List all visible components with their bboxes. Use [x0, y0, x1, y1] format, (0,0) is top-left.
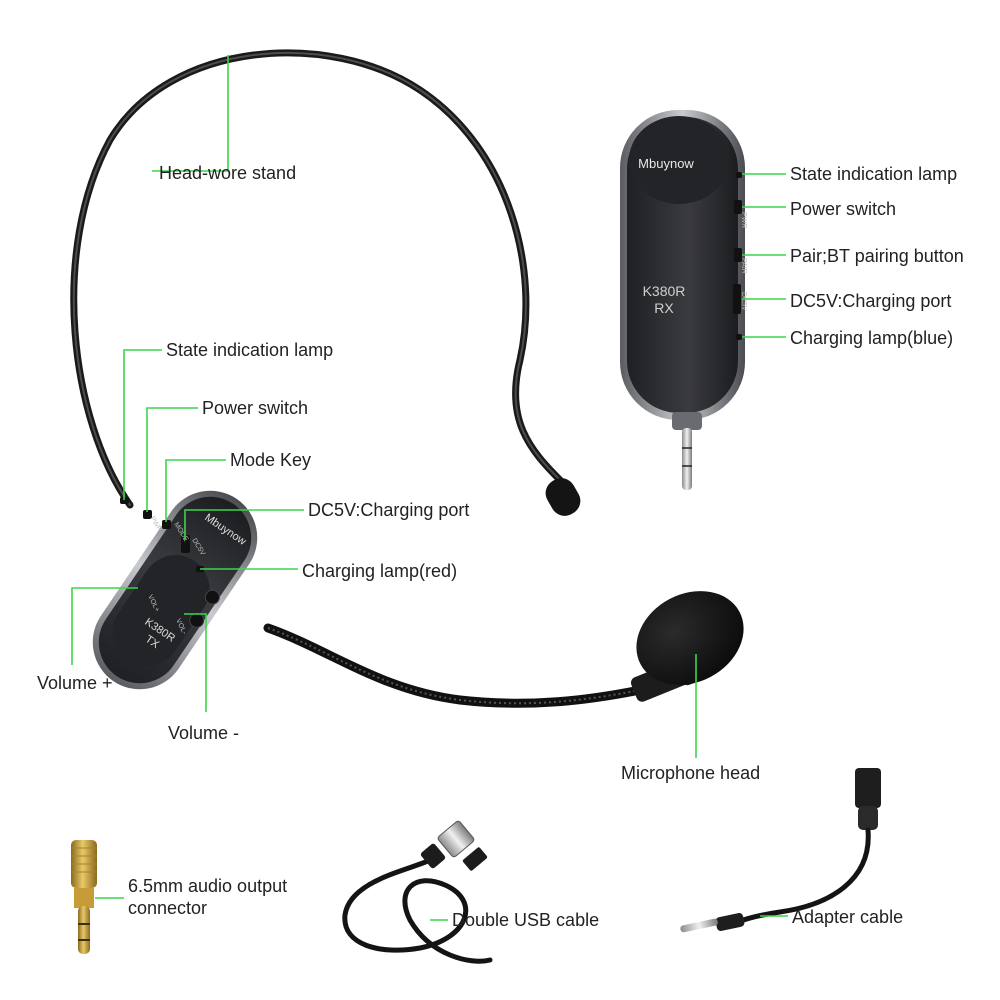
rx-pwr-mark: PWR [740, 212, 747, 228]
label-usb-cable: Double USB cable [452, 910, 600, 930]
rx-power-switch [734, 200, 742, 214]
micro-usb-plug [462, 847, 488, 871]
usb-cable-accessory [342, 820, 493, 964]
stand-tip [545, 478, 581, 516]
rx-plug [682, 428, 692, 490]
label-volume-minus: Volume - [168, 723, 240, 743]
tx-pwr-mark: PWR [148, 515, 163, 533]
label-tx-power-switch: Power switch [202, 398, 309, 418]
rx-model-line2: RX [654, 300, 674, 316]
tx-mode-key [162, 520, 171, 529]
audio-connector-accessory [71, 840, 97, 954]
label-rx-pair-button: Pair;BT pairing button [790, 246, 964, 266]
receiver-unit: Mbuynow K380R RX PWR PAIR DC5V [620, 110, 747, 490]
label-tx-mode-key: Mode Key [230, 450, 312, 470]
adapter-plug [680, 918, 718, 933]
rx-state-lamp [736, 172, 742, 178]
gooseneck [263, 623, 645, 708]
tx-charging-port [181, 535, 190, 553]
label-rx-charging-lamp: Charging lamp(blue) [790, 328, 954, 348]
label-volume-plus: Volume + [37, 673, 113, 693]
rx-pair-mark: PAIR [740, 258, 747, 274]
label-audio-connector: 6.5mm audio output connector [128, 876, 288, 918]
rx-charging-lamp [736, 334, 742, 340]
label-rx-state-lamp: State indication lamp [790, 164, 958, 184]
tx-state-lamp [120, 497, 129, 504]
rx-charging-port [733, 284, 741, 314]
microphone-head [630, 591, 744, 702]
rx-model-line1: K380R [643, 283, 686, 299]
tx-vol-plus-button [204, 589, 220, 605]
adapter-socket [855, 768, 881, 808]
rx-brand-text: Mbuynow [638, 156, 694, 171]
label-microphone-head: Microphone head [621, 763, 761, 783]
label-rx-charging-port: DC5V:Charging port [790, 291, 952, 311]
label-tx-state-lamp: State indication lamp [166, 340, 334, 360]
adapter-cable-accessory [680, 768, 881, 933]
transmitter-unit: Mbuynow K380R TX [92, 490, 258, 690]
label-adapter-cable: Adapter cable [792, 907, 904, 927]
label-head-wore-stand: Head-wore stand [159, 163, 297, 183]
label-tx-charging-port: DC5V:Charging port [308, 500, 470, 520]
leader-lines [71, 55, 788, 921]
rx-pair-button [734, 248, 742, 262]
label-tx-charging-lamp: Charging lamp(red) [302, 561, 458, 581]
tx-power-switch [143, 510, 152, 519]
usb-a-plug [437, 820, 475, 858]
rx-plug-collar [672, 412, 702, 430]
head-wore-stand [70, 49, 581, 516]
rx-dc5v-mark: DC5V [740, 292, 747, 311]
label-rx-power-switch: Power switch [790, 199, 897, 219]
